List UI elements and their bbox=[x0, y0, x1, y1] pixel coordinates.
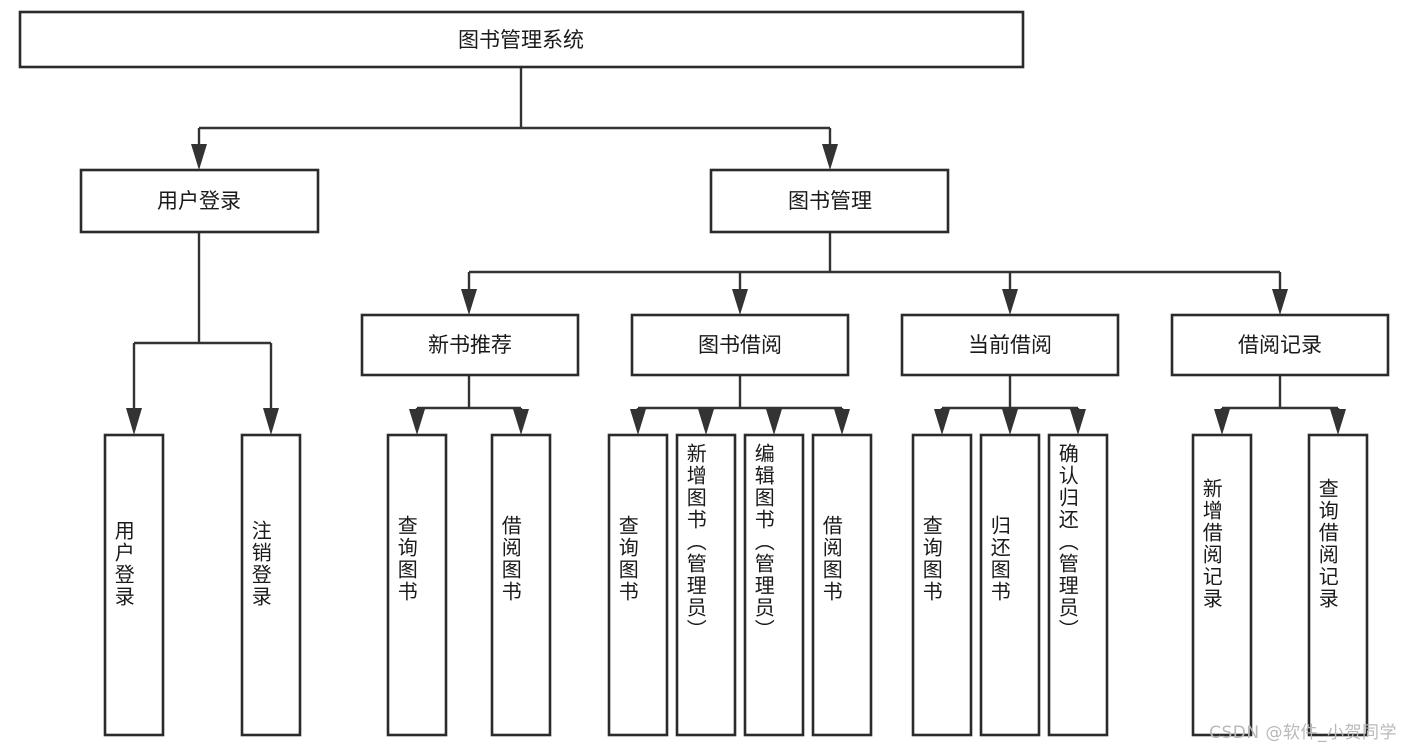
arrow-current-borrow-leaf-3 bbox=[1070, 409, 1086, 435]
arrow-book-borrow-leaf-1 bbox=[630, 409, 646, 435]
node-borrow-record-label: 借阅记录 bbox=[1238, 333, 1322, 357]
arrow-borrow-record-leaf-1 bbox=[1214, 409, 1230, 435]
arrow-current-borrow-leaf-2 bbox=[1002, 409, 1018, 435]
node-user-login-label: 用户登录 bbox=[157, 189, 241, 213]
leaf-box-book-borrow-3[interactable] bbox=[743, 433, 805, 737]
arrow-to-current-borrow bbox=[1002, 289, 1018, 315]
leaf-box-current-borrow-1[interactable] bbox=[911, 433, 973, 737]
leaf-box-current-borrow-3[interactable] bbox=[1047, 433, 1109, 737]
leaf-boxes-user-login bbox=[103, 433, 302, 737]
arrow-user-login-leaf-1 bbox=[126, 408, 142, 435]
arrow-new-book-leaf-1 bbox=[409, 409, 425, 435]
arrow-to-borrow-record bbox=[1272, 289, 1288, 315]
leaf-box-new-book-1[interactable] bbox=[386, 433, 448, 737]
node-new-book-recommend-label: 新书推荐 bbox=[428, 333, 512, 357]
connector-group-user-login-to-leaves bbox=[126, 232, 279, 435]
node-book-management[interactable]: 图书管理 bbox=[709, 168, 950, 234]
leaf-box-book-borrow-1[interactable] bbox=[607, 433, 669, 737]
leaf-box-current-borrow-2[interactable] bbox=[979, 433, 1041, 737]
connector-group-book-mgmt-to-level3 bbox=[461, 232, 1288, 315]
arrow-to-user-login bbox=[191, 144, 207, 170]
arrow-current-borrow-leaf-1 bbox=[934, 409, 950, 435]
connector-group-book-borrow-to-leaves bbox=[630, 375, 850, 435]
node-root-label: 图书管理系统 bbox=[458, 28, 584, 52]
connector-group-borrow-record-to-leaves bbox=[1214, 375, 1346, 435]
node-new-book-recommend-box[interactable] bbox=[360, 313, 580, 377]
leaf-boxes-borrow-record bbox=[1191, 433, 1369, 737]
leaf-box-user-login-1[interactable] bbox=[103, 433, 165, 737]
leaf-box-book-borrow-4[interactable] bbox=[811, 433, 873, 737]
node-book-borrow-label: 图书借阅 bbox=[698, 333, 782, 357]
node-user-login[interactable]: 用户登录 bbox=[79, 168, 320, 234]
node-current-borrow[interactable]: 当前借阅 bbox=[900, 313, 1120, 377]
csdn-watermark: CSDN @软件_小贺同学 bbox=[1209, 723, 1397, 743]
arrow-to-book-mgmt bbox=[822, 144, 838, 170]
arrow-user-login-leaf-2 bbox=[263, 408, 279, 435]
node-root[interactable]: 图书管理系统 bbox=[18, 10, 1025, 69]
node-book-borrow-box[interactable] bbox=[630, 313, 850, 377]
node-book-management-label: 图书管理 bbox=[788, 189, 872, 213]
arrow-book-borrow-leaf-4 bbox=[834, 409, 850, 435]
arrow-to-book-borrow bbox=[732, 289, 748, 315]
connector-group-current-borrow-to-leaves bbox=[934, 375, 1086, 435]
leaf-box-borrow-record-2[interactable] bbox=[1307, 433, 1369, 737]
leaf-boxes-current-borrow bbox=[911, 433, 1109, 737]
arrow-new-book-leaf-2 bbox=[513, 409, 529, 435]
arrow-book-borrow-leaf-3 bbox=[766, 409, 782, 435]
node-book-management-box[interactable] bbox=[709, 168, 950, 234]
leaf-box-borrow-record-1[interactable] bbox=[1191, 433, 1253, 737]
arrow-to-new-book bbox=[461, 289, 477, 315]
node-current-borrow-box[interactable] bbox=[900, 313, 1120, 377]
leaf-box-book-borrow-2[interactable] bbox=[675, 433, 737, 737]
node-borrow-record[interactable]: 借阅记录 bbox=[1170, 313, 1390, 377]
node-current-borrow-label: 当前借阅 bbox=[968, 333, 1052, 357]
leaf-box-new-book-2[interactable] bbox=[490, 433, 552, 737]
leaf-box-user-login-2[interactable] bbox=[240, 433, 302, 737]
arrow-book-borrow-leaf-2 bbox=[698, 409, 714, 435]
node-new-book-recommend[interactable]: 新书推荐 bbox=[360, 313, 580, 377]
leaf-boxes-book-borrow bbox=[607, 433, 873, 737]
connector-group-root-to-level2 bbox=[191, 67, 838, 170]
connector-group-new-book-to-leaves bbox=[409, 375, 529, 435]
node-root-box[interactable] bbox=[18, 10, 1025, 69]
leaf-boxes-new-book-recommend bbox=[386, 433, 552, 737]
node-borrow-record-box[interactable] bbox=[1170, 313, 1390, 377]
node-user-login-box[interactable] bbox=[79, 168, 320, 234]
node-book-borrow[interactable]: 图书借阅 bbox=[630, 313, 850, 377]
arrow-borrow-record-leaf-2 bbox=[1330, 409, 1346, 435]
